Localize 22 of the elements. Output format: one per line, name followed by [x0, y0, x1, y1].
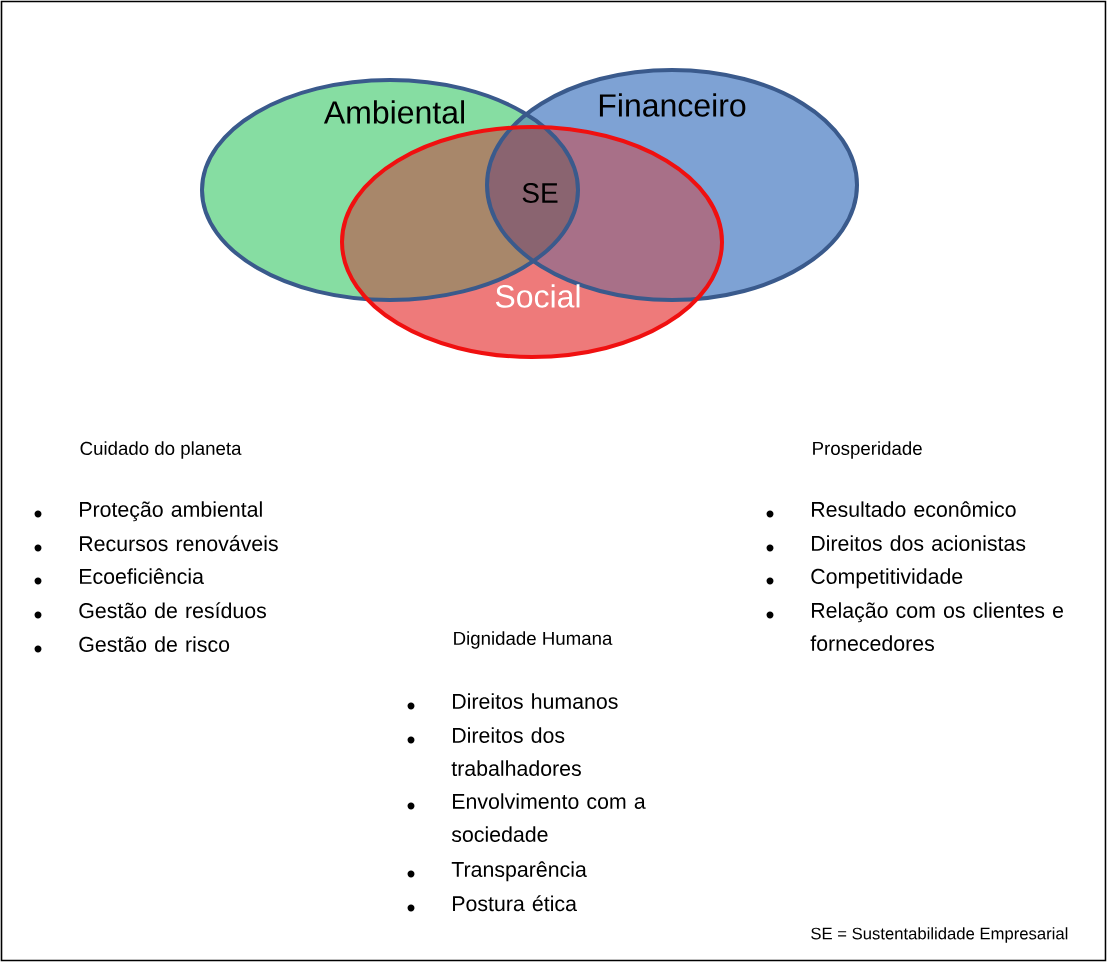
- list-item: Ecoeficiência: [80, 568, 204, 584]
- list-item: Recursos renováveis: [80, 535, 278, 552]
- list-item: Resultado econômico: [812, 501, 1016, 517]
- set-label: Social: [495, 284, 580, 308]
- group-heading: Prosperidade: [813, 441, 922, 459]
- list-item: Competitividade: [811, 568, 963, 589]
- list-item: Gestão de resíduos: [79, 602, 266, 619]
- set-label: Ambiental: [323, 100, 464, 124]
- set-label: Financeiro: [599, 93, 746, 117]
- list-item: Proteção ambiental: [80, 501, 262, 522]
- list-item: Direitos humanos: [453, 693, 618, 709]
- group-heading: Cuidado do planeta: [80, 441, 242, 459]
- list-item: Envolvimento com a sociedade: [451, 793, 646, 842]
- center-label: SE: [522, 183, 558, 203]
- list-item: Transparência: [451, 861, 587, 882]
- list-item: Direitos dos trabalhadores: [451, 727, 581, 776]
- group-heading: Dignidade Humana: [454, 631, 613, 649]
- list-item: Postura ética: [453, 895, 577, 912]
- list-item: Direitos dos acionistas: [812, 535, 1026, 551]
- footnote: SE = Sustentabilidade Empresarial: [811, 927, 1068, 943]
- list-item: Gestão de risco: [79, 636, 230, 652]
- list-item: Relação com os clientes e fornecedores: [810, 602, 1063, 651]
